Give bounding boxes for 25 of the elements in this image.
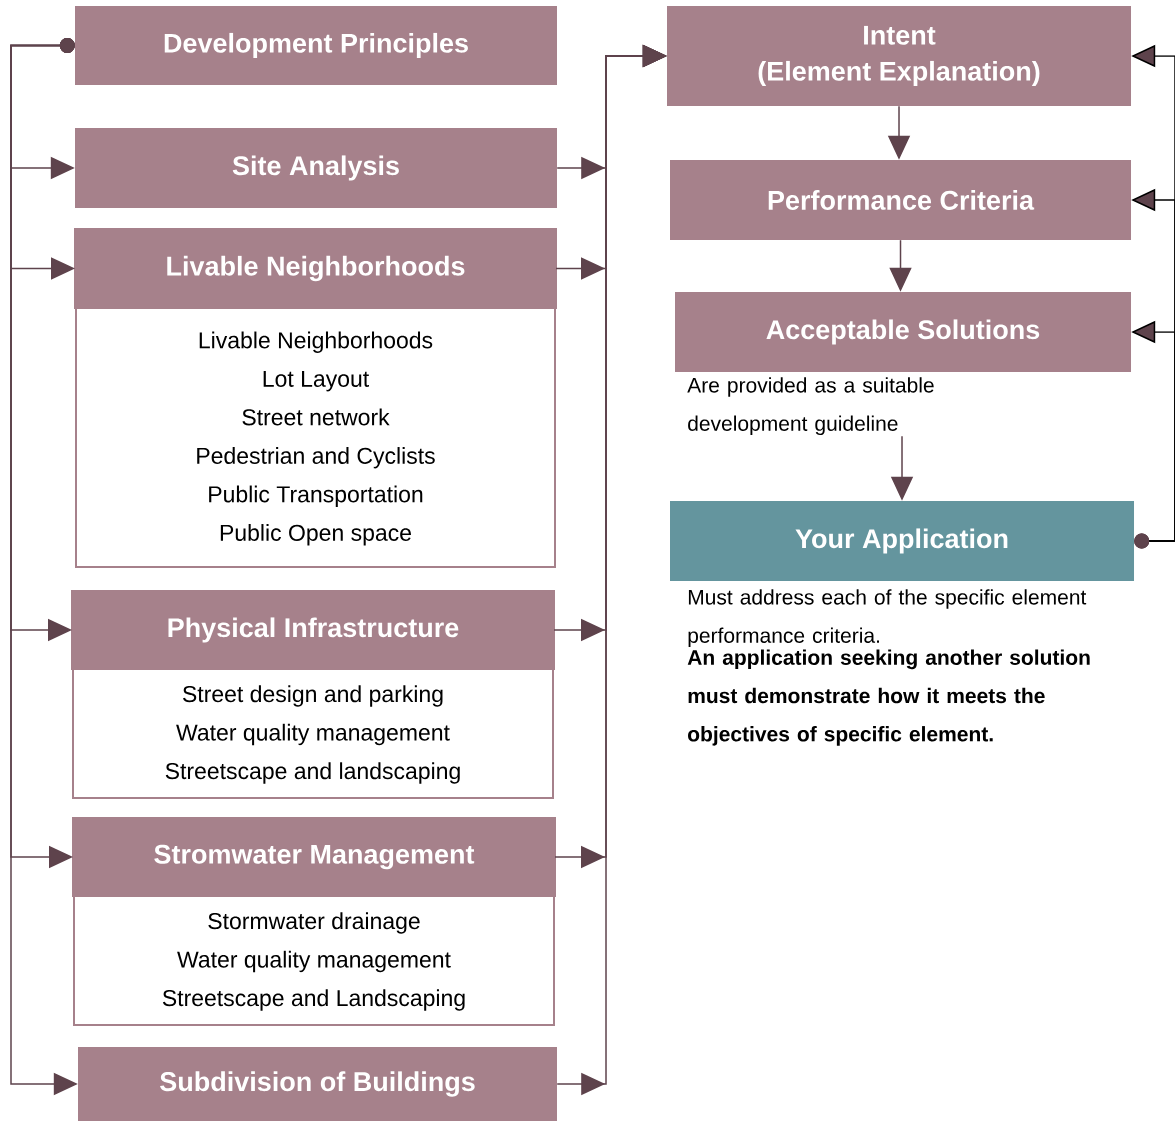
title-box: Intent (Element Explanation) [667,6,1131,106]
section-card [71,590,555,799]
section-heading: Stromwater Management [154,844,475,870]
description-text: Are provided as a suitable development guideline [687,377,934,436]
node-label: Pedestrian and Cyclists [197,447,435,469]
node-label: Lot Layout [263,370,370,392]
title-box: Development Principles [75,6,557,85]
title-box: Acceptable Solutions [675,292,1131,372]
item-list: Stormwater drainage Water quality management Streetscape and Landscaping [162,912,465,1011]
node-label: Street network [242,408,390,426]
highlight-box: Your Application [670,501,1134,581]
description-text: An application seeking another solution must demonstrate how it meets the objectives of specific element. [687,649,1090,746]
node-label: Livable Neighborhoods [199,331,433,353]
node-label: Public Transportation [209,485,423,507]
section-heading: Livable Neighborhoods [167,255,465,282]
section-card [72,817,556,1026]
section-heading: Physical Infrastructure [168,617,459,643]
title-box: Site Analysis [75,128,557,208]
description-text: Must address each of the specific element performance criteria. [688,589,1087,648]
title-box: Performance Criteria [670,160,1131,240]
section-card [74,228,557,568]
item-list: Street design and parking Water quality management Streetscape and landscaping [165,685,460,784]
title-box: Subdivision of Buildings [78,1047,557,1121]
item-list: Livable Neighborhoods Lot Layout Street network Pedestrian and Cyclists Public Transportation Public Open space [197,331,435,546]
node-label: Public Open space [220,524,411,546]
